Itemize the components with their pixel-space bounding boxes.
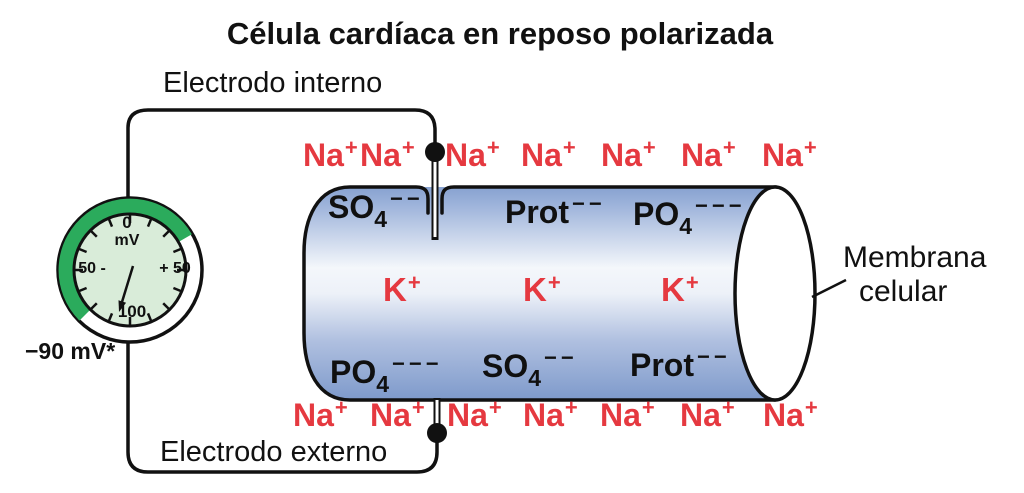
membrane-label-line1: Membrana bbox=[843, 241, 987, 274]
membrane-label: Membrana celular bbox=[843, 241, 986, 309]
sodium-ion-label: Na+ bbox=[360, 135, 415, 173]
wire-internal-electrode bbox=[126, 108, 437, 205]
voltmeter-tick bbox=[172, 247, 183, 254]
protein-ion-label: Prot−− bbox=[505, 191, 606, 230]
phosphate-ion-label: PO4−−− bbox=[330, 351, 443, 397]
dial-label-zero: 0 bbox=[122, 213, 132, 232]
voltmeter-tick bbox=[107, 312, 114, 323]
voltmeter-green-arc bbox=[58, 198, 192, 321]
membrane-label-line2: celular bbox=[859, 275, 948, 308]
voltmeter bbox=[56, 196, 204, 344]
voltmeter-tick bbox=[146, 217, 153, 228]
potassium-ion-label: K+ bbox=[523, 270, 561, 308]
potassium-ion-label: K+ bbox=[661, 270, 699, 308]
voltmeter-tick bbox=[107, 217, 114, 228]
voltmeter-needle bbox=[120, 265, 135, 303]
membrane-label-leader-line bbox=[811, 278, 847, 299]
sodium-ion-label: Na+ bbox=[600, 395, 655, 433]
voltmeter-tick bbox=[89, 229, 98, 238]
voltmeter-ticks bbox=[74, 214, 186, 326]
dial-label-unit: mV bbox=[114, 232, 140, 249]
sodium-ion-label: Na+ bbox=[762, 135, 817, 173]
sodium-ion-label: Na+ bbox=[523, 395, 578, 433]
sodium-ion-label: Na+ bbox=[303, 135, 358, 173]
membrane-outline-main bbox=[302, 185, 777, 402]
external-electrode-dot bbox=[427, 423, 447, 443]
potassium-ion-label: K+ bbox=[383, 270, 421, 308]
voltmeter-tick bbox=[162, 302, 171, 311]
internal-electrode-dot bbox=[425, 142, 445, 162]
external-electrode-label: Electrodo externo bbox=[160, 436, 388, 468]
sodium-ion-label: Na+ bbox=[680, 395, 735, 433]
membrane-outline-top-right bbox=[440, 185, 778, 215]
sodium-ion-label: Na+ bbox=[370, 395, 425, 433]
voltmeter-tick bbox=[172, 286, 183, 293]
sodium-ion-label: Na+ bbox=[681, 135, 736, 173]
voltmeter-tick bbox=[77, 247, 88, 254]
sodium-ion-label: Na+ bbox=[763, 395, 818, 433]
voltmeter-tick bbox=[162, 229, 171, 238]
voltmeter-tick bbox=[146, 312, 153, 323]
sulfate-ion-label: SO4−− bbox=[482, 345, 578, 391]
sodium-ion-label: Na+ bbox=[447, 395, 502, 433]
phosphate-ion-label: PO4−−− bbox=[633, 193, 746, 239]
dial-label-left: 50 - bbox=[78, 260, 106, 277]
dial-label-bottom: 100 bbox=[117, 302, 147, 321]
internal-electrode-label: Electrodo interno bbox=[163, 67, 383, 99]
sodium-ion-label: Na+ bbox=[601, 135, 656, 173]
voltmeter-tick bbox=[77, 286, 88, 293]
voltmeter-tick bbox=[89, 302, 98, 311]
sodium-ion-label: Na+ bbox=[445, 135, 500, 173]
sulfate-ion-label: SO4−− bbox=[328, 186, 424, 232]
dial-label-right: + 50 bbox=[159, 260, 191, 277]
diagram-title: Célula cardíaca en reposo polarizada bbox=[226, 16, 774, 51]
cell-body bbox=[304, 187, 776, 400]
wire-external-electrode bbox=[126, 336, 439, 474]
sodium-ion-label: Na+ bbox=[521, 135, 576, 173]
membrane-end-cap bbox=[733, 185, 817, 402]
protein-ion-label: Prot−− bbox=[630, 344, 731, 383]
voltmeter-needle-arrowhead bbox=[118, 300, 127, 312]
sodium-ion-label: Na+ bbox=[293, 395, 348, 433]
voltmeter-reading: −90 mV* bbox=[25, 338, 116, 364]
